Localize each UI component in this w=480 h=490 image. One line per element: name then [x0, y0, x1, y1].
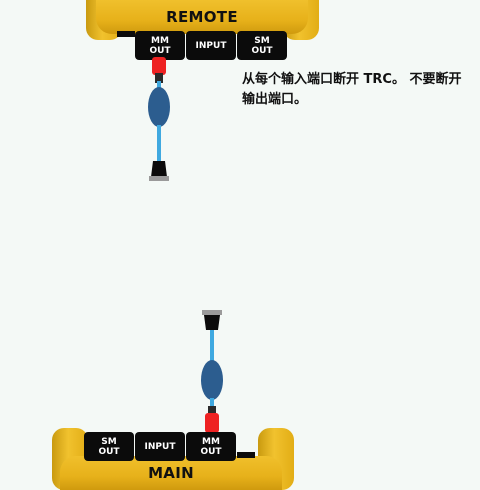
main-label: MAIN — [148, 464, 194, 482]
main-cable-strain-relief — [208, 406, 216, 414]
main-cable-upper-segment — [210, 330, 214, 364]
remote-port-mm-out[interactable]: MM OUT — [135, 31, 185, 60]
main-cable-boot — [201, 360, 223, 400]
main-side-tab — [237, 452, 255, 458]
main-label-plate: MAIN — [60, 456, 282, 490]
main-port-sm-out[interactable]: SM OUT — [84, 432, 134, 461]
remote-cable-black-plug — [151, 161, 167, 177]
main-port-input[interactable]: INPUT — [135, 432, 185, 461]
remote-label: REMOTE — [166, 8, 238, 26]
main-cable-lower-segment — [210, 398, 214, 408]
remote-cable-lower-segment — [157, 125, 161, 161]
remote-side-tab — [117, 31, 135, 37]
remote-trc-cable[interactable] — [139, 55, 179, 185]
remote-cable-ferrule — [149, 176, 169, 181]
remote-cable-strain-relief — [155, 73, 163, 83]
remote-cable-red-connector — [152, 57, 166, 75]
main-cable-black-plug — [204, 315, 220, 330]
instruction-text: 从每个输入端口断开 TRC。 不要断开输出端口。 — [242, 72, 462, 107]
remote-port-sm-out[interactable]: SM OUT — [237, 31, 287, 60]
main-port-mm-out[interactable]: MM OUT — [186, 432, 236, 461]
main-cable-red-connector — [205, 413, 219, 433]
remote-label-plate: REMOTE — [96, 0, 308, 34]
main-cable-ferrule — [202, 310, 222, 315]
main-trc-cable[interactable] — [192, 310, 232, 435]
remote-port-input[interactable]: INPUT — [186, 31, 236, 60]
remote-cable-boot — [148, 87, 170, 127]
